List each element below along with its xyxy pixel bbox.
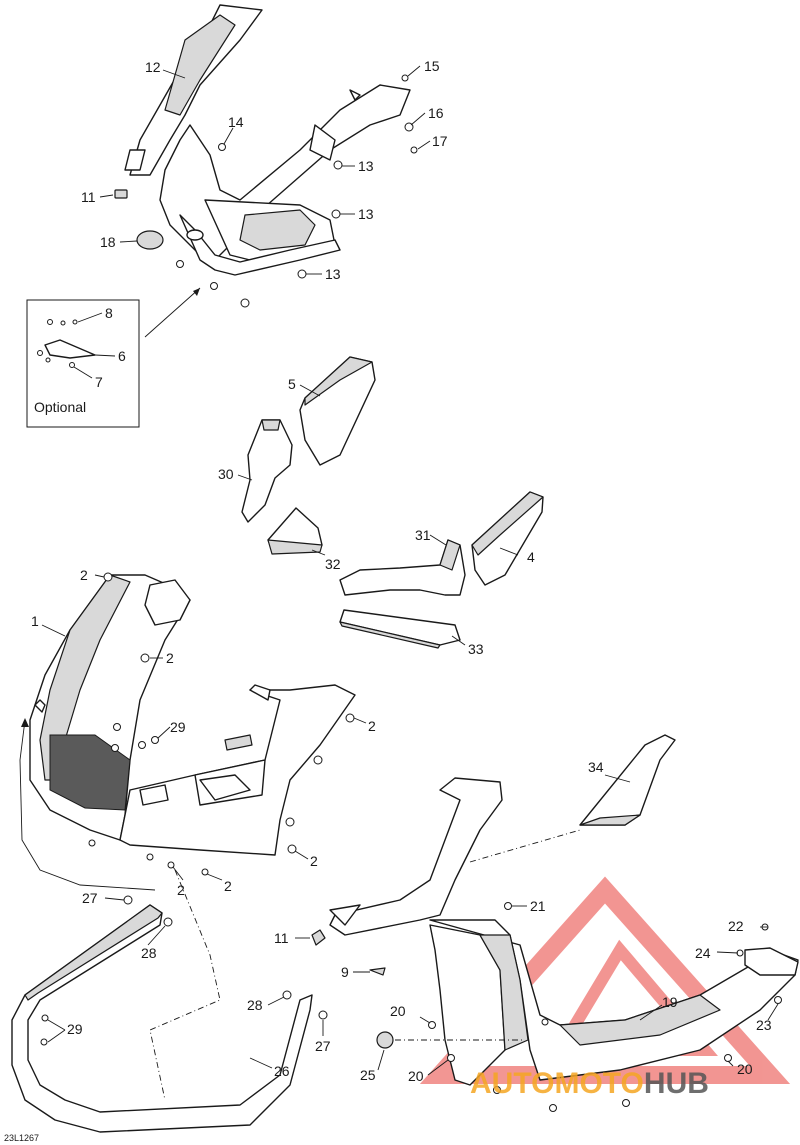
callout-2d: 2 — [310, 853, 318, 869]
callout-13c: 13 — [325, 266, 341, 282]
callout-26: 26 — [274, 1063, 290, 1079]
fascia-fasteners — [88, 572, 355, 876]
lower-leaders — [295, 774, 779, 1076]
callout-16: 16 — [428, 105, 444, 121]
callout-20c: 20 — [737, 1061, 753, 1077]
front-fascia — [29, 574, 356, 856]
callout-33: 33 — [468, 641, 484, 657]
svg-text:AUTOMOTOHUB: AUTOMOTOHUB — [470, 1067, 709, 1100]
callout-6: 6 — [118, 348, 126, 364]
upper-leaders — [99, 65, 431, 338]
fascia-leaders — [19, 574, 367, 891]
callout-20b: 20 — [408, 1068, 424, 1084]
callout-24: 24 — [695, 945, 711, 961]
callout-31: 31 — [415, 527, 431, 543]
optional-label: Optional — [34, 399, 86, 415]
callout-29b: 29 — [67, 1021, 83, 1037]
callout-11a: 11 — [81, 189, 96, 205]
diagram-id-code: 23L1267 — [4, 1133, 39, 1143]
watermark-part-moto: MOTO — [554, 1067, 643, 1100]
callout-4: 4 — [527, 549, 535, 565]
callout-19: 19 — [662, 994, 678, 1010]
callout-30: 30 — [218, 466, 234, 482]
front-bumper — [11, 869, 328, 1133]
callout-27b: 27 — [315, 1038, 331, 1054]
trim-panels — [241, 356, 544, 649]
upper-panel-assembly — [114, 4, 411, 276]
callout-12: 12 — [145, 59, 161, 75]
callout-27a: 27 — [82, 890, 98, 906]
callout-9: 9 — [341, 964, 349, 980]
callout-2e: 2 — [177, 882, 185, 898]
callout-11b: 11 — [274, 930, 289, 946]
callout-2f: 2 — [224, 878, 232, 894]
callout-8: 8 — [105, 305, 113, 321]
callout-21: 21 — [530, 898, 546, 914]
watermark-text: AUTOMOTOHUB — [470, 1067, 709, 1100]
trim-leaders — [237, 384, 519, 646]
callout-13a: 13 — [358, 158, 374, 174]
callout-7: 7 — [95, 374, 103, 390]
lower-belly-pan — [311, 734, 799, 1086]
callout-1: 1 — [31, 613, 39, 629]
callout-34: 34 — [588, 759, 604, 775]
callout-22: 22 — [728, 918, 744, 934]
upper-fasteners — [176, 74, 418, 308]
callout-28a: 28 — [141, 945, 157, 961]
lower-fasteners — [428, 902, 782, 1112]
callout-17: 17 — [432, 133, 448, 149]
callout-29a: 29 — [170, 719, 186, 735]
callout-14: 14 — [228, 114, 244, 130]
callout-20a: 20 — [390, 1003, 406, 1019]
callout-13b: 13 — [358, 206, 374, 222]
callout-32: 32 — [325, 556, 341, 572]
callout-labels: 12 15 16 14 17 13 11 13 18 13 8 6 7 Opti… — [4, 58, 772, 1143]
callout-5: 5 — [288, 376, 296, 392]
callout-15: 15 — [424, 58, 440, 74]
optional-box — [26, 299, 140, 428]
watermark-part-auto: AUTO — [470, 1067, 554, 1100]
callout-23: 23 — [756, 1017, 772, 1033]
callout-2b: 2 — [166, 650, 174, 666]
callout-28b: 28 — [247, 997, 263, 1013]
watermark-part-hub: HUB — [644, 1067, 709, 1100]
callout-25: 25 — [360, 1067, 376, 1083]
callout-2c: 2 — [368, 718, 376, 734]
callout-2a: 2 — [80, 567, 88, 583]
callout-18: 18 — [100, 234, 116, 250]
